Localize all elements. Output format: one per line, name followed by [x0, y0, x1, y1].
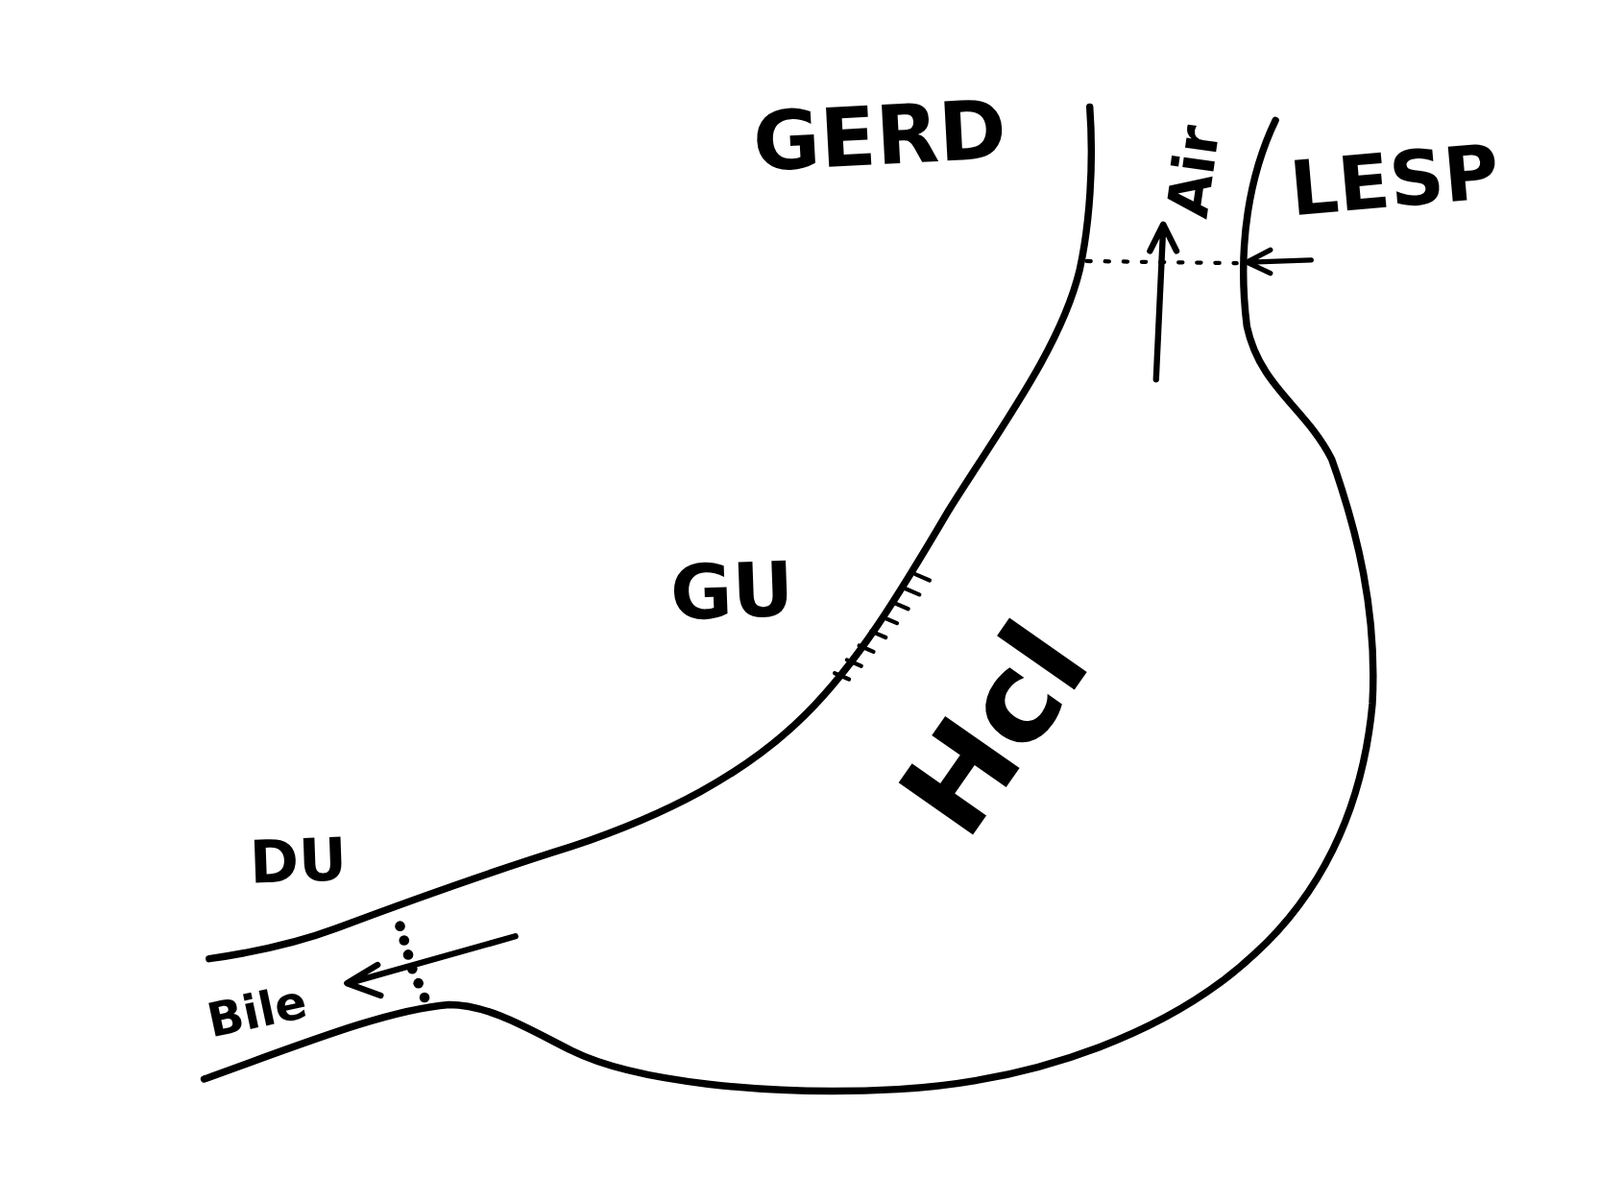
acid-label: Hcl: [880, 603, 1110, 856]
condition-label: GERD: [751, 88, 1009, 184]
greater-curvature-outline: [204, 120, 1374, 1091]
ulcer-label: DU: [248, 830, 348, 894]
bile-arrow: [346, 936, 515, 996]
les-pressure-arrow: [1246, 249, 1311, 273]
ulcer-label: GU: [668, 552, 795, 632]
air-arrow: [1149, 224, 1177, 380]
sphincter-label: LESP: [1286, 133, 1503, 227]
air-label: Air: [1159, 121, 1229, 221]
bile-label: Bile: [203, 978, 312, 1045]
ulcer-hatching: [834, 574, 930, 679]
